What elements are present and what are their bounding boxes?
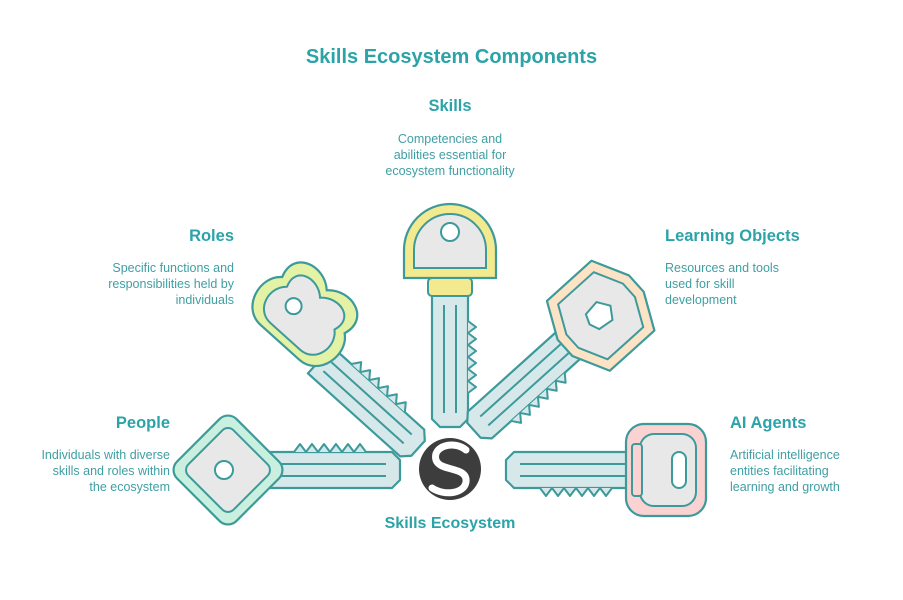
diagram-title: Skills Ecosystem Components xyxy=(305,46,598,68)
key-ai-agents-bow xyxy=(624,422,708,518)
key-skills-shaft xyxy=(430,293,478,429)
center-label: Skills Ecosystem xyxy=(384,515,516,532)
key-learning-objects xyxy=(460,259,656,451)
key-ai-agents-shaft xyxy=(504,450,640,498)
desc-people: Individuals with diverse skills and role… xyxy=(41,448,170,494)
label-learning-objects: Learning Objects xyxy=(665,227,800,245)
label-ai-agents: AI Agents xyxy=(730,414,807,432)
key-roles xyxy=(251,261,437,463)
label-people: People xyxy=(115,414,170,432)
key-skills-bow xyxy=(402,202,498,297)
desc-roles: Specific functions and responsibilities … xyxy=(108,261,234,307)
label-skills: Skills xyxy=(428,97,472,115)
desc-skills: Competencies and abilities essential for… xyxy=(385,132,515,178)
desc-ai-agents: Artificial intelligence entities facilit… xyxy=(730,448,840,494)
key-people xyxy=(172,414,402,526)
desc-learning-objects: Resources and tools used for skill devel… xyxy=(665,261,779,307)
key-ai-agents xyxy=(504,422,708,518)
center-logo-icon xyxy=(419,438,481,500)
key-learning-objects-bow xyxy=(545,259,656,372)
key-roles-bow xyxy=(251,261,359,367)
label-roles: Roles xyxy=(189,227,234,245)
key-skills xyxy=(402,202,498,429)
key-people-shaft xyxy=(266,442,402,490)
